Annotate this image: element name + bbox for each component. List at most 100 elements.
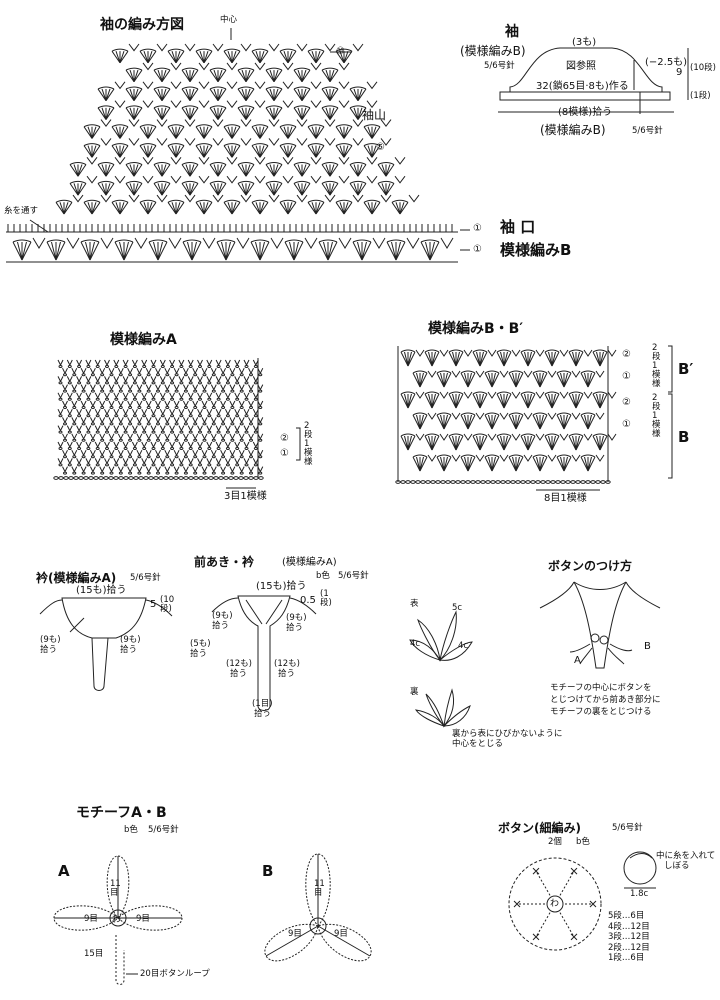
front-l9b: 拾う <box>212 621 230 631</box>
button-title: ボタン(細編み) <box>498 821 581 835</box>
c5-label: 5c <box>452 603 463 613</box>
front-l12b: 拾う <box>230 669 248 679</box>
motif-b <box>264 853 372 962</box>
shoulder-right <box>145 599 173 617</box>
front-l5b: 拾う <box>190 649 208 659</box>
garment-neck <box>539 581 661 669</box>
see-figure: 図参照 <box>566 61 596 72</box>
button-loop-chain <box>115 935 125 985</box>
attach-note-1: モチーフの中心にボタンを <box>550 683 652 693</box>
sleeve-cap-label: 袖山 <box>362 108 387 122</box>
inner-line <box>245 599 283 625</box>
back-note-2: 中心をとじる <box>452 739 504 749</box>
b-label: B <box>678 428 690 446</box>
motif-a-center: わ <box>112 915 122 925</box>
collar-left-pick-b: 拾う <box>40 645 58 655</box>
rows-10: (10段) <box>690 63 716 73</box>
motif-a-loop: 20目ボタンループ <box>140 969 210 979</box>
front-collar-title: 前あき・衿 <box>194 555 255 569</box>
collar-right-pick-a: (9も) <box>120 635 141 645</box>
collar-rows: (10段) <box>160 595 175 614</box>
motif-a <box>53 855 183 931</box>
pattern-b-row2a: ② <box>622 349 631 360</box>
front-l12a: (12も) <box>226 659 252 669</box>
front-r9a: (9も) <box>286 613 307 623</box>
sleeve-stitch-grid <box>55 43 420 215</box>
attach-note-2: とじつけてから前あき部分に <box>550 695 661 705</box>
pattern-b-title: 模様編みB・B′ <box>428 321 524 337</box>
top-count: (3も) <box>572 37 597 48</box>
front-collar-sub: (模様編みA) <box>282 557 337 568</box>
pattern-a-title: 模様編みA <box>110 332 177 348</box>
motif-hook: 5/6号針 <box>148 825 179 835</box>
c4-right-label: 4c <box>458 641 469 651</box>
button-note-1: 中に糸を入れて <box>656 851 716 861</box>
collar-title: 衿(模様編みA) <box>36 571 117 585</box>
button-note-2: しぼる <box>664 861 690 871</box>
collar-dim-5: 5 <box>150 599 157 610</box>
pattern-b-row1b: ① <box>622 419 631 430</box>
button-center-label: わ <box>550 899 560 909</box>
b-prime-label: B′ <box>678 360 694 378</box>
pattern-a-repeat: 2段1模様 <box>304 421 313 467</box>
cuff-label: 袖 口 <box>500 218 536 236</box>
motif-a-11: 11目 <box>110 879 121 898</box>
sleeve-hook: 5/6号針 <box>484 61 515 71</box>
front-l5a: (5も) <box>190 639 211 649</box>
thread-leader <box>29 219 49 233</box>
button-3d-top <box>629 853 653 859</box>
row-1-cuff: ① <box>473 223 482 234</box>
center-label: 中心 <box>220 15 238 25</box>
button-hook: 5/6号針 <box>612 823 643 833</box>
bottom-label: (模様編みB) <box>540 123 606 137</box>
button-row-list: 5段…6目 4段…12目 3段…12目 2段…12目 1段…6目 <box>608 912 650 963</box>
pattern-a-bracket <box>296 427 301 461</box>
motif-b-label: B <box>644 641 651 652</box>
row-count-4: 4段…12目 <box>608 921 650 932</box>
motif-a-9l: 9目 <box>84 914 98 924</box>
motif-b-9r: 9目 <box>334 929 348 939</box>
front-collar-color: b色 <box>316 571 330 581</box>
button-attach-title: ボタンのつけ方 <box>548 559 633 573</box>
pattern-a-grid <box>53 358 264 480</box>
shoulder-right <box>289 597 317 615</box>
shoulder-left <box>211 597 239 613</box>
arrow <box>69 617 85 633</box>
pattern-b-grid <box>395 346 617 484</box>
front-r12b: 拾う <box>278 669 296 679</box>
motif-a-9r: 9目 <box>136 914 150 924</box>
row-count-5: 5段…6目 <box>608 911 645 921</box>
sleeve-outline <box>509 47 663 93</box>
dim-9: 9 <box>676 67 683 78</box>
placket <box>91 637 109 691</box>
motif-a-15: 15目 <box>84 949 104 959</box>
sleeve-subtitle: (模様編みB) <box>460 44 526 58</box>
motif-a-label: A <box>574 655 581 666</box>
attach-note-3: モチーフの裏をとじつける <box>550 707 652 717</box>
collar-right-pick-b: 拾う <box>120 645 138 655</box>
pattern-a-row1: ① <box>280 448 289 459</box>
collar-left-pick-a: (9も) <box>40 635 61 645</box>
motif-b-9l: 9目 <box>288 929 302 939</box>
front-b1b: 拾う <box>254 709 272 719</box>
thread-pass-label: 糸を通す <box>4 206 39 216</box>
button-color: b色 <box>576 837 590 847</box>
button-spokes <box>513 867 597 941</box>
c4-left-label: 4c <box>410 639 421 649</box>
front-l9a: (9も) <box>212 611 233 621</box>
neg-rows: (−2.5も) <box>645 57 688 68</box>
pattern-b-row1a: ① <box>622 371 631 382</box>
pickup: (8模様)拾う <box>558 107 613 118</box>
sleeve-cuff-rows <box>6 224 458 263</box>
pattern-b-label: 模様編みB <box>500 241 572 259</box>
collar-hook: 5/6号針 <box>130 573 161 583</box>
collar-top-pick: (15も)拾う <box>76 585 127 596</box>
motif-title: モチーフA・B <box>76 805 167 821</box>
